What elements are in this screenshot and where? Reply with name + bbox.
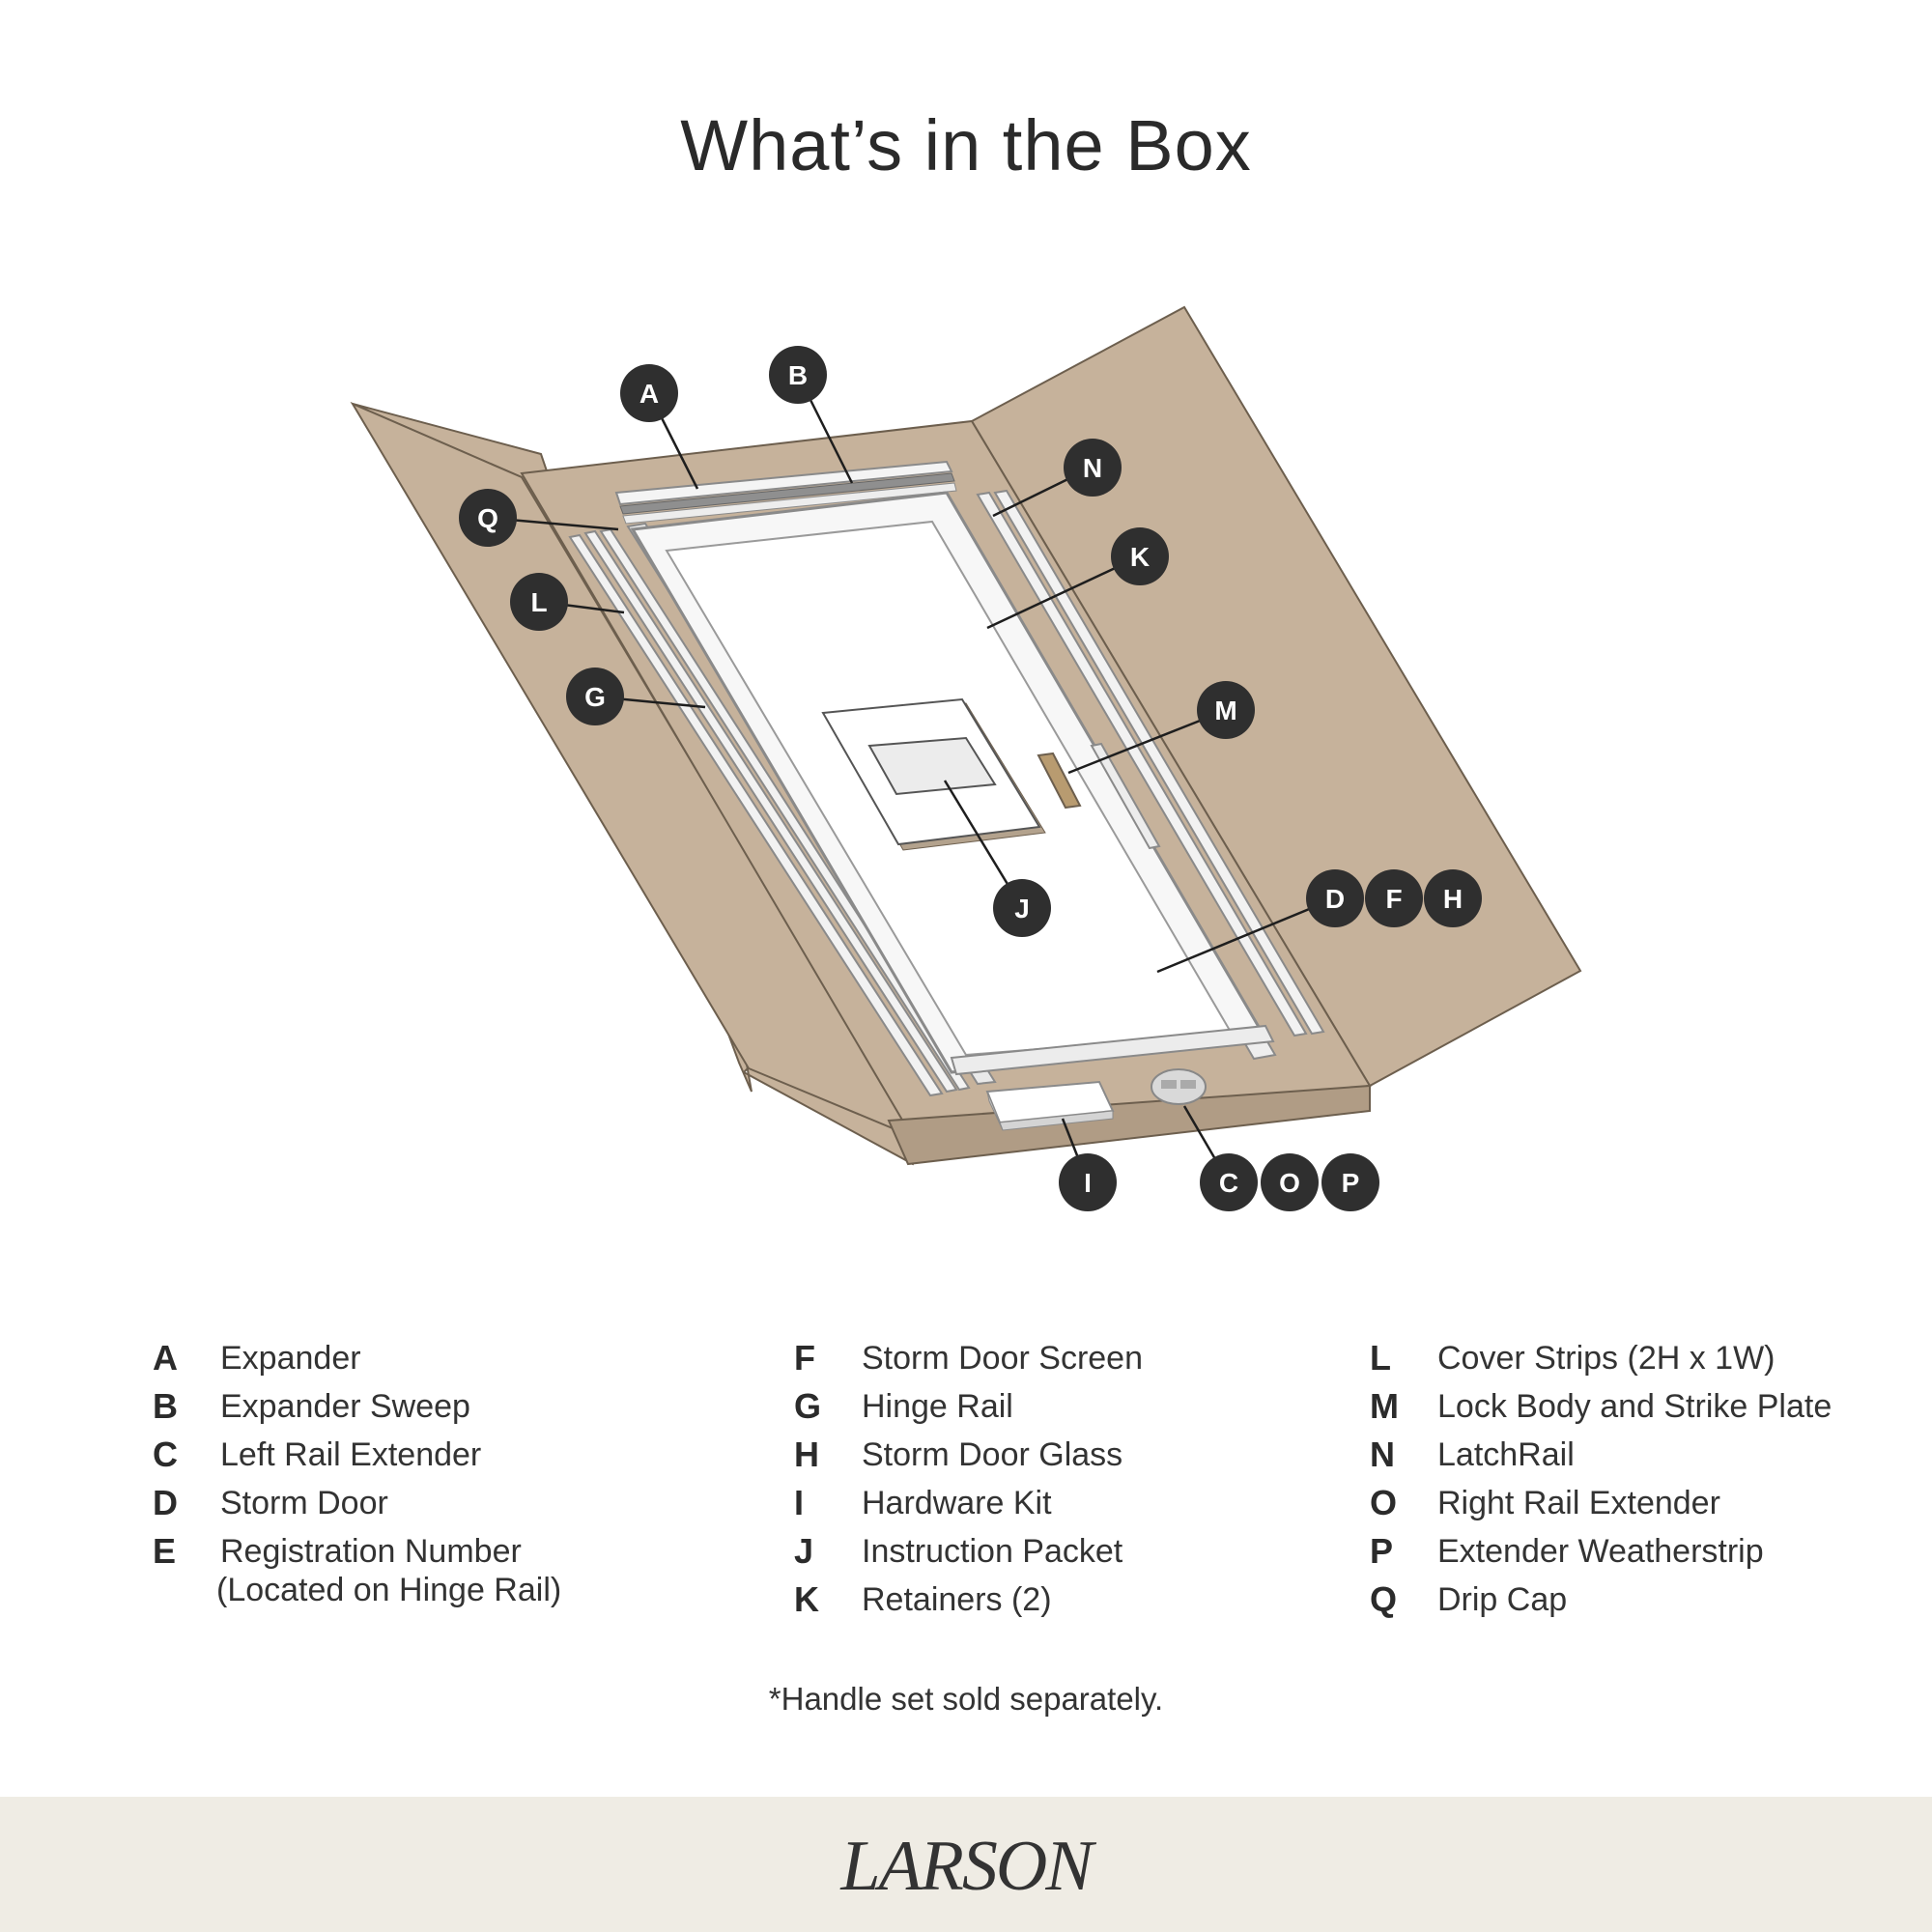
svg-text:F: F [1385, 884, 1402, 914]
svg-text:K: K [1130, 542, 1150, 572]
box-diagram: A B N Q K L G M D F H J I C O P [350, 305, 1582, 1211]
footer-band [0, 1797, 1932, 1932]
callout-a: A [620, 364, 678, 422]
svg-text:A: A [639, 379, 659, 409]
callout-k: K [1111, 527, 1169, 585]
callout-h: H [1424, 869, 1482, 927]
page-title: What’s in the Box [680, 105, 1252, 185]
callout-i: I [1059, 1153, 1117, 1211]
svg-text:L: L [530, 587, 547, 617]
svg-text:B: B [788, 360, 808, 390]
svg-text:G: G [584, 682, 606, 712]
callout-c: C [1200, 1153, 1258, 1211]
box-front-edge [887, 1084, 1371, 1166]
callout-g: G [566, 668, 624, 725]
callout-m: M [1197, 681, 1255, 739]
callout-d: D [1306, 869, 1364, 927]
handle-set-note: *Handle set sold separately. [768, 1681, 1164, 1717]
svg-text:D: D [1325, 884, 1345, 914]
legend-label-main: Registration Number [220, 1533, 522, 1570]
extender-packet [1151, 1068, 1207, 1105]
callout-o: O [1261, 1153, 1319, 1211]
svg-text:I: I [1084, 1168, 1092, 1198]
svg-text:Q: Q [477, 503, 498, 533]
svg-text:N: N [1083, 453, 1102, 483]
callout-b: B [769, 346, 827, 404]
callout-j: J [993, 879, 1051, 937]
callout-q: Q [459, 489, 517, 547]
callout-l: L [510, 573, 568, 631]
legend-label-sub: (Located on Hinge Rail) [216, 1572, 562, 1608]
callout-p: P [1321, 1153, 1379, 1211]
svg-text:C: C [1219, 1168, 1238, 1198]
callout-f: F [1365, 869, 1423, 927]
svg-text:O: O [1279, 1168, 1300, 1198]
svg-text:M: M [1214, 696, 1236, 725]
svg-text:P: P [1342, 1168, 1360, 1198]
svg-text:J: J [1014, 894, 1030, 923]
callout-n: N [1064, 439, 1122, 497]
callouts: A B N Q K L G M D F H J I C O P [459, 346, 1482, 1211]
larson-logo: LARSON [840, 1827, 1093, 1906]
lock-body [1037, 752, 1082, 810]
svg-text:H: H [1443, 884, 1463, 914]
